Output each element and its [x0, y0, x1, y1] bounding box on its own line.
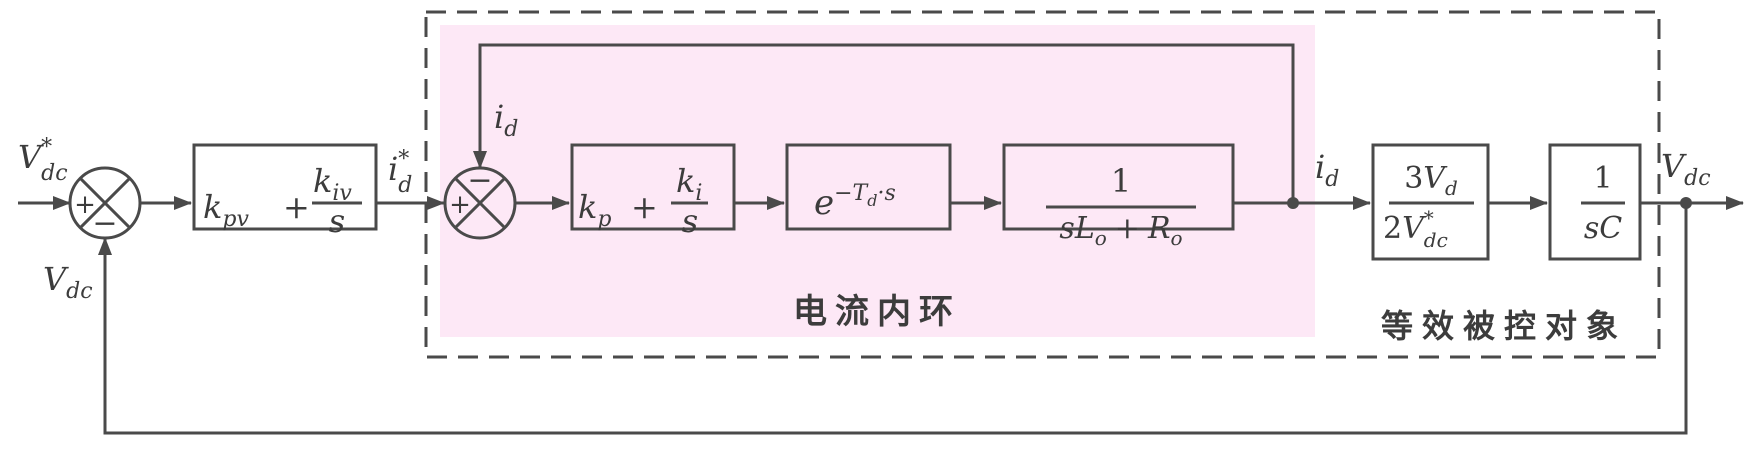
- outer-summing-junction: + −: [68, 166, 142, 241]
- capacitor-block: [1548, 143, 1642, 261]
- current-pi-kp-term: kp: [578, 188, 611, 232]
- inner-loop-label: 电流内环: [793, 292, 961, 332]
- equivalent-plant-boundary: [424, 10, 1661, 359]
- current-pi-ki-term: ki: [676, 162, 702, 206]
- outer-feedback-path: [98, 203, 1688, 435]
- outer-plus-sign: +: [74, 190, 96, 220]
- plant-denominator: sLo+Ro: [1059, 211, 1182, 250]
- current-pi-plus: +: [631, 188, 658, 226]
- capacitor-numerator: 1: [1593, 161, 1612, 196]
- plant-rl-block: [1002, 143, 1235, 231]
- equivalent-plant-label: 等效被控对象: [1381, 307, 1627, 345]
- current-output-label: id: [1315, 148, 1339, 192]
- inner-feedback-node: [1287, 197, 1299, 209]
- current-ref-label: i*d: [388, 147, 412, 198]
- ref-voltage-label: V*dc: [18, 135, 68, 186]
- voltage-pi-kp-term: kpv: [203, 188, 249, 232]
- dc-gain-block: [1371, 143, 1490, 261]
- voltage-pi-plus: +: [283, 188, 310, 226]
- plant-numerator: 1: [1111, 162, 1131, 200]
- feedback-voltage-label: Vdc: [43, 260, 93, 304]
- inner-plus-sign: +: [449, 190, 471, 220]
- current-pi-s-term: s: [682, 202, 698, 240]
- delay-expression: e−Td·s: [814, 181, 896, 223]
- delay-block: [785, 143, 952, 231]
- inner-minus-sign: −: [467, 163, 492, 198]
- gain-denominator: 2V*dc: [1383, 206, 1448, 252]
- voltage-pi-ki-term: kiv: [313, 162, 352, 206]
- output-voltage-label: Vdc: [1661, 147, 1711, 191]
- voltage-pi-s-term: s: [329, 202, 345, 240]
- voltage-pi-block: [192, 143, 378, 231]
- outer-feedback-node: [1680, 197, 1692, 209]
- capacitor-denominator: sC: [1584, 211, 1622, 246]
- current-pi-block: [570, 143, 736, 231]
- outer-minus-sign: −: [92, 206, 117, 241]
- current-feedback-label: id: [494, 98, 518, 142]
- inner-feedback-path: [473, 43, 1295, 203]
- inner-loop-region: [440, 25, 1315, 337]
- gain-numerator: 3Vd: [1404, 161, 1458, 200]
- inner-summing-junction: + −: [443, 163, 517, 240]
